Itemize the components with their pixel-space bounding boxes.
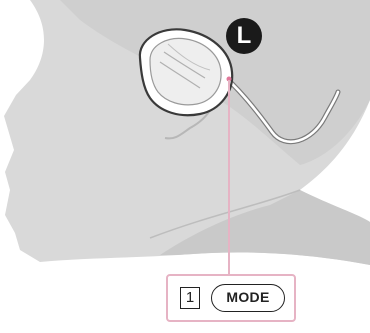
mode-button-marker (226, 76, 232, 82)
mode-button-icon: MODE (211, 284, 285, 312)
step-number: 1 (180, 287, 200, 309)
neck-line (149, 189, 301, 239)
earpiece-unit (138, 28, 234, 117)
left-side-badge: L (226, 18, 262, 54)
callout-box: 1 MODE (166, 274, 296, 322)
neck-shadow (160, 190, 370, 265)
